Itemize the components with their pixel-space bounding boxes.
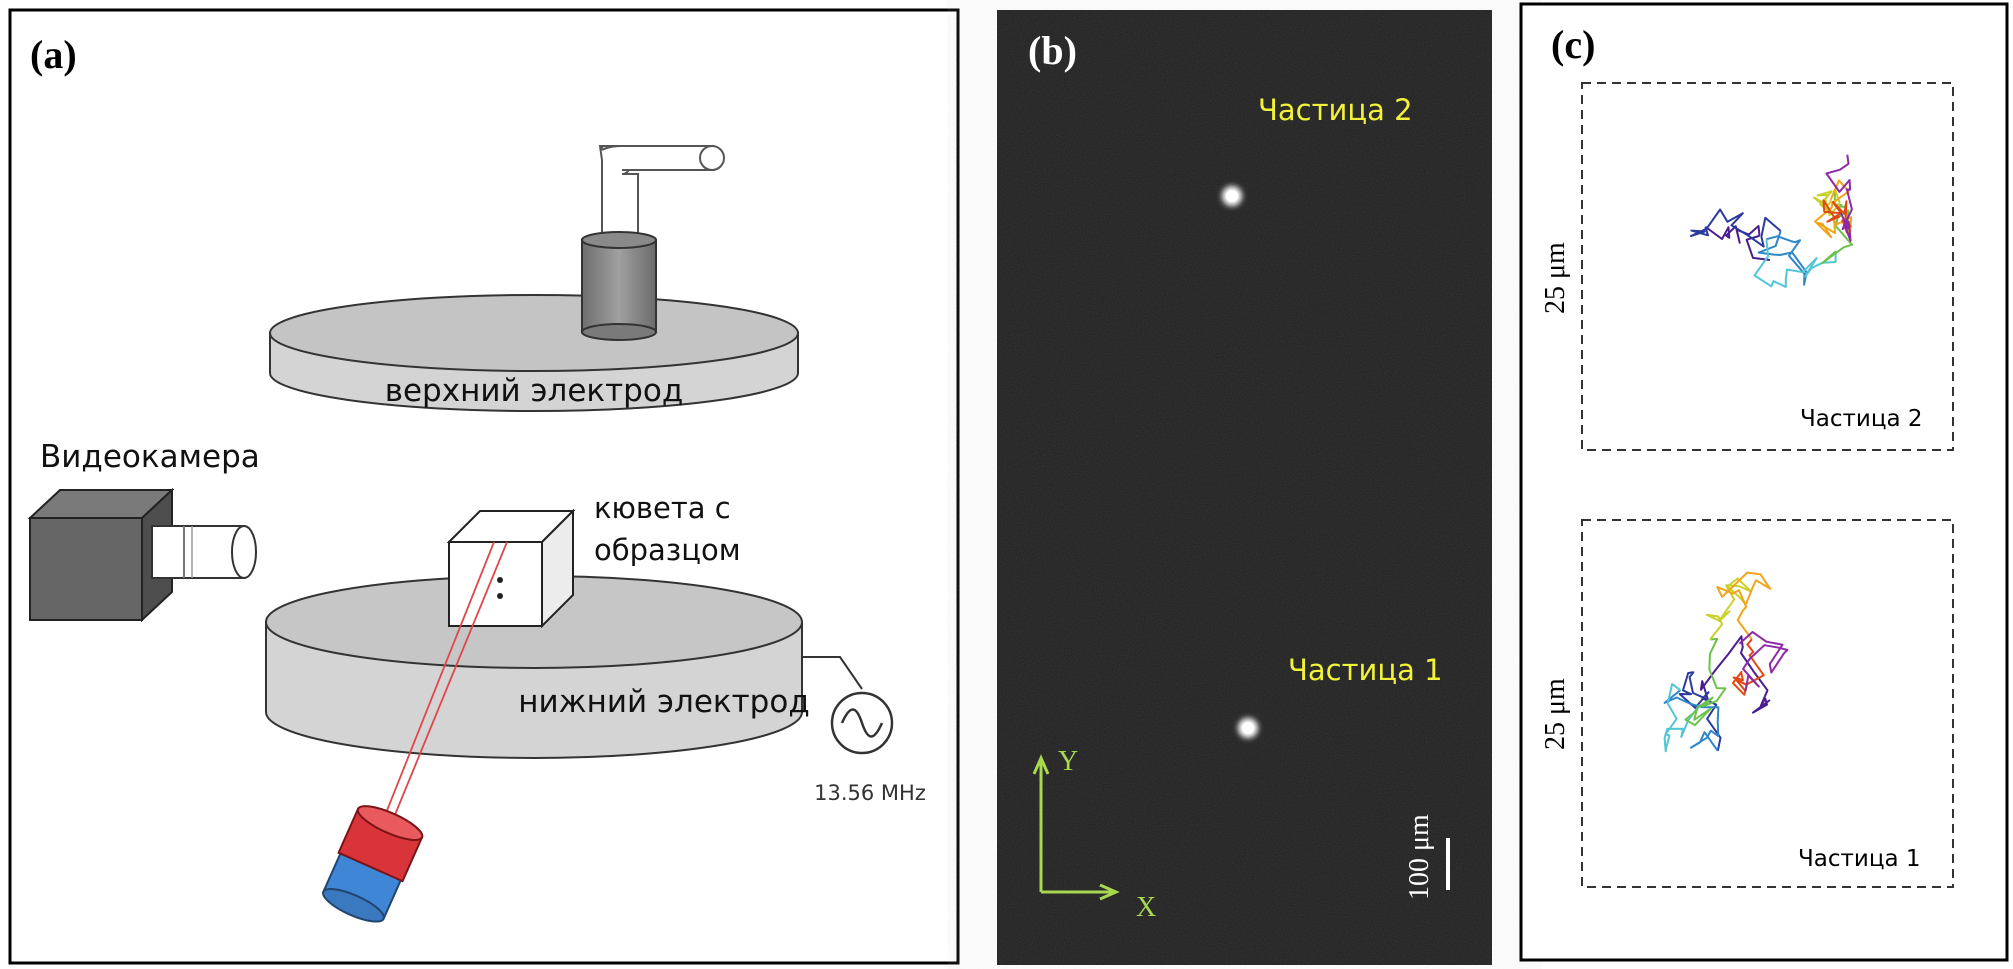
upper-electrode-label: верхний электрод [385, 373, 684, 409]
gas-cylinder [581, 239, 657, 333]
trajectory-segment [1699, 635, 1771, 714]
camera-lens [151, 525, 245, 579]
trajectory-particle-2-label: Частица 2 [1800, 406, 1923, 432]
trajectory-segment [1705, 577, 1752, 641]
trajectory-segment [1678, 671, 1722, 752]
trajectory-segment [1757, 230, 1808, 286]
trajectory-segment [1663, 689, 1720, 752]
trajectory-segment [1716, 571, 1772, 640]
trajectory-segment [1825, 154, 1853, 242]
upper-electrode: верхний электрод [269, 145, 799, 412]
panel-a-label: (a) [30, 32, 77, 77]
panel-c-frame [1519, 2, 2009, 962]
trajectory-segment [1753, 239, 1837, 288]
panel-a-frame [8, 8, 960, 965]
video-camera: Видеокамера [27, 439, 260, 623]
camera-label: Видеокамера [40, 439, 260, 475]
trajectory-segment [1689, 208, 1782, 248]
particle-dot [497, 577, 503, 583]
laser [322, 541, 508, 923]
trajectory-box-particle-2 [1581, 82, 1954, 451]
trajectory-segment [1738, 631, 1789, 692]
upper-electrode-top [269, 294, 799, 372]
scale-bar-label: 100 μm [1404, 814, 1435, 900]
panel-b: (b) Частица 2 Частица 1 Y X 100 μm [997, 10, 1492, 965]
trajectory-particle-2-scale: 25 μm [1540, 242, 1571, 314]
trajectory-particle-2 [1689, 154, 1853, 288]
trajectory-particle-1-label: Частица 1 [1798, 846, 1921, 872]
cuvette-label-line1: кювета с [594, 491, 731, 525]
panel-b-label: (b) [1028, 28, 1077, 73]
axes-indicator [1032, 754, 1120, 901]
panel-c: (c) Частица 2 25 μm Частица 1 25 μm [1519, 2, 2009, 962]
trajectory-segment [1731, 638, 1765, 696]
laser-beam [383, 541, 495, 819]
axis-y-label: Y [1058, 746, 1078, 777]
cuvette: кювета с образцом [446, 491, 741, 629]
particle-2-label: Частица 2 [1258, 93, 1413, 127]
panel-c-label: (c) [1551, 22, 1595, 67]
trajectory-segment [1684, 637, 1727, 727]
trajectory-particle-1-scale: 25 μm [1540, 678, 1571, 750]
particle-dot [497, 593, 503, 599]
panel-a: (a) верхний электрод Видеокамера [8, 8, 960, 965]
axis-x-label: X [1136, 892, 1156, 923]
rf-generator: 13.56 MHz [802, 656, 926, 805]
trajectory-box-particle-1 [1581, 519, 1954, 888]
trajectory-particle-1 [1663, 571, 1789, 753]
lower-electrode-label: нижний электрод [518, 684, 810, 720]
particle-1-label: Частица 1 [1288, 653, 1443, 687]
cuvette-label-line2: образцом [594, 533, 741, 567]
laser-beam [391, 541, 508, 823]
trajectory-segment [1821, 189, 1853, 265]
trajectory-segment [1663, 683, 1701, 753]
frequency-label: 13.56 MHz [814, 781, 926, 805]
